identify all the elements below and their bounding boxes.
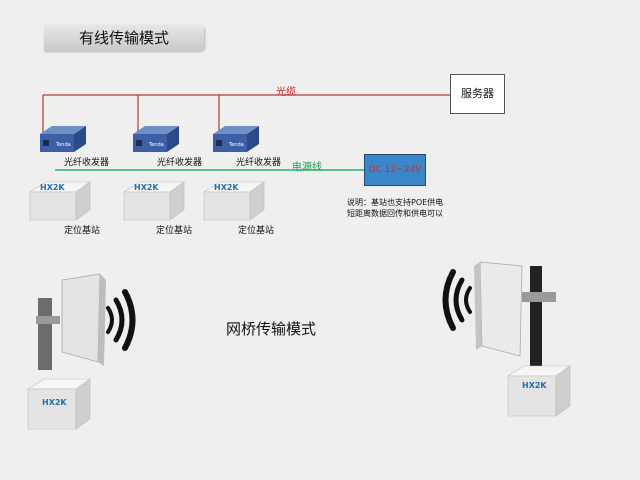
base-station: HX2K (122, 181, 185, 221)
station-logo: HX2K (214, 183, 239, 192)
section-title-wired: 有线传输模式 (44, 25, 204, 51)
fiber-converter: Tenda (40, 126, 86, 152)
fiber-label: 光缆 (276, 87, 296, 98)
mounting-bracket (522, 292, 556, 302)
bridge-left: HX2K (26, 273, 136, 430)
base-station: HX2K (202, 181, 265, 221)
mounting-bracket (36, 316, 60, 324)
power-line-label: 电源线 (292, 162, 322, 173)
converter-brand: Tenda (148, 142, 164, 148)
converter-brand: Tenda (228, 142, 244, 148)
mast-pole (530, 266, 542, 366)
wifi-signal-icon (442, 269, 472, 331)
section-title-bridge: 网桥传输模式 (226, 320, 317, 338)
dc-power-supply: DC 12~24V (364, 154, 426, 186)
panel-antenna (61, 273, 101, 363)
base-station: HX2K (506, 365, 571, 417)
note-line: 说明：基站也支持POE供电 (347, 198, 444, 207)
converter-label: 光纤收发器 (236, 158, 282, 168)
panel-antenna (479, 261, 523, 357)
base-station: HX2K (28, 181, 91, 221)
station-logo: HX2K (134, 183, 159, 192)
bridge-right: HX2K (442, 261, 571, 417)
converter-label: 光纤收发器 (157, 158, 203, 168)
server-box: 服务器 (450, 74, 505, 114)
fiber-converter: Tenda (213, 126, 259, 152)
station-logo: HX2K (42, 398, 67, 407)
converter-brand: Tenda (55, 142, 71, 148)
mast-pole (38, 298, 52, 370)
base-station: HX2K (26, 378, 91, 430)
fiber-converter: Tenda (133, 126, 179, 152)
note-line: 短距离数据回传和供电可以 (347, 209, 443, 218)
station-label: 定位基站 (64, 226, 101, 236)
station-logo: HX2K (40, 183, 65, 192)
station-label: 定位基站 (156, 226, 193, 236)
wifi-signal-icon (106, 289, 136, 351)
note-text: 说明：基站也支持POE供电 短距离数据回传和供电可以 (347, 197, 443, 219)
station-logo: HX2K (522, 381, 547, 390)
station-label: 定位基站 (238, 226, 275, 236)
converter-label: 光纤收发器 (64, 158, 110, 168)
